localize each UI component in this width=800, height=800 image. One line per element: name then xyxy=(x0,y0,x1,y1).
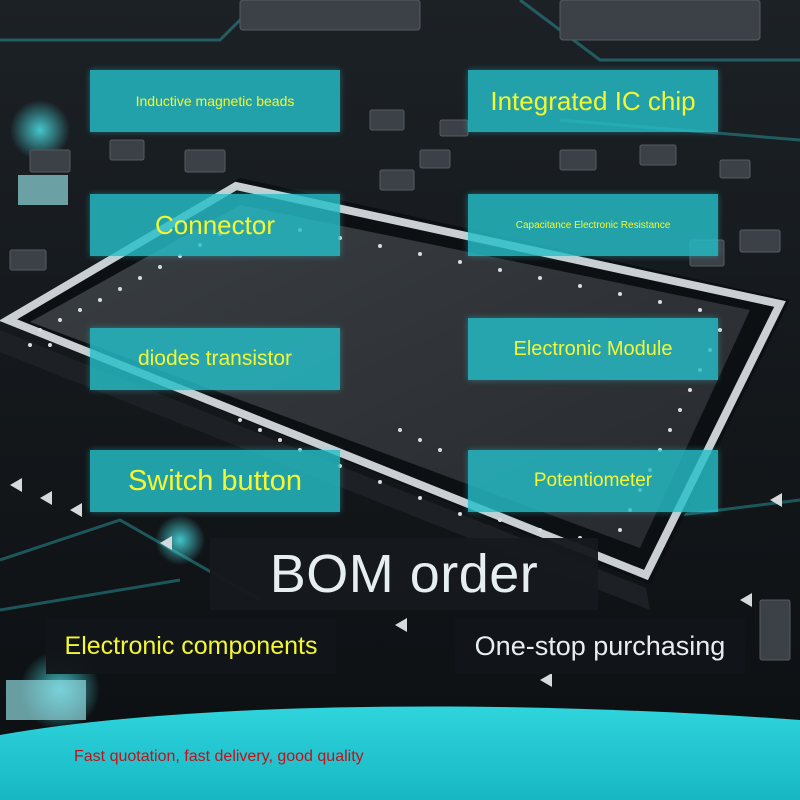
caption-text: One-stop purchasing xyxy=(474,630,726,661)
caption-text: Electronic components xyxy=(64,631,318,660)
electronic-components-caption: Electronic components xyxy=(46,618,336,674)
label-text: Integrated IC chip xyxy=(490,85,696,116)
label-text: Inductive magnetic beads xyxy=(135,93,295,109)
bom-banner: BOM order xyxy=(210,538,598,610)
label-text: Capacitance Electronic Resistance xyxy=(515,219,671,231)
label-connector: Connector xyxy=(90,194,340,256)
label-text: Electronic Module xyxy=(513,337,673,360)
bom-title: BOM order xyxy=(269,544,539,604)
label-capacitance-resistance: Capacitance Electronic Resistance xyxy=(468,194,718,256)
smd-components xyxy=(9,0,791,661)
footer-wave xyxy=(0,706,800,800)
label-text: Connector xyxy=(155,209,275,240)
label-integrated-ic-chip: Integrated IC chip xyxy=(468,70,718,132)
label-potentiometer: Potentiometer xyxy=(468,450,718,512)
label-text: diodes transistor xyxy=(137,347,293,370)
label-text: Potentiometer xyxy=(533,470,653,491)
footer-slogan: Fast quotation, fast delivery, good qual… xyxy=(74,748,364,765)
label-switch-button: Switch button xyxy=(90,450,340,512)
label-diodes-transistor: diodes transistor xyxy=(90,328,340,390)
label-inductive-magnetic-beads: Inductive magnetic beads xyxy=(90,70,340,132)
label-electronic-module: Electronic Module xyxy=(468,318,718,380)
one-stop-purchasing-caption: One-stop purchasing xyxy=(455,618,745,674)
label-text: Switch button xyxy=(127,464,303,497)
smd-highlights xyxy=(6,175,86,720)
